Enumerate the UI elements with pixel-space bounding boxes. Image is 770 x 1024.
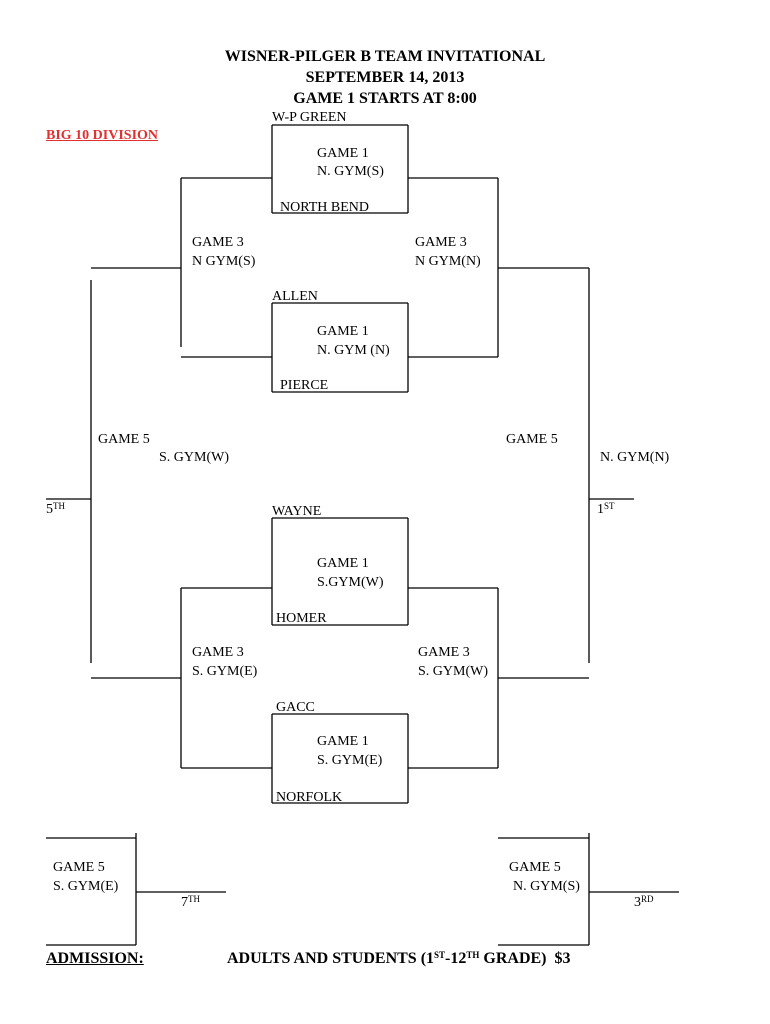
team-name: HOMER bbox=[276, 611, 327, 626]
place-third: 3RD bbox=[634, 894, 654, 911]
game-gym: N GYM(N) bbox=[415, 254, 481, 269]
game-gym: N. GYM (N) bbox=[317, 343, 390, 358]
game-label: GAME 1 bbox=[317, 734, 369, 749]
game-label: GAME 5 bbox=[53, 860, 105, 875]
game-gym: S. GYM(E) bbox=[192, 664, 258, 679]
game-label: GAME 5 bbox=[506, 432, 558, 447]
team-name: WAYNE bbox=[272, 504, 322, 519]
place-first: 1ST bbox=[597, 501, 615, 518]
game-gym: S. GYM(W) bbox=[418, 664, 488, 679]
team-name: GACC bbox=[276, 700, 315, 715]
title-line-2: SEPTEMBER 14, 2013 bbox=[305, 69, 465, 86]
game-label: GAME 5 bbox=[98, 432, 150, 447]
team-name: NORTH BEND bbox=[280, 200, 369, 215]
game-label: GAME 3 bbox=[192, 645, 244, 660]
team-name: NORFOLK bbox=[276, 790, 343, 805]
game-gym: N. GYM(S) bbox=[513, 879, 580, 894]
admission-label: ADMISSION: bbox=[46, 950, 144, 967]
game-gym: S. GYM(W) bbox=[159, 450, 229, 465]
game-label: GAME 3 bbox=[415, 235, 467, 250]
place-seventh: 7TH bbox=[181, 894, 200, 911]
title-line-1: WISNER-PILGER B TEAM INVITATIONAL bbox=[224, 48, 546, 65]
game-gym: N GYM(S) bbox=[192, 254, 256, 269]
place-fifth: 5TH bbox=[46, 501, 65, 518]
game-gym: N. GYM(S) bbox=[317, 164, 384, 179]
admission-text: ADULTS AND STUDENTS (1ST-12TH GRADE) $3 bbox=[227, 950, 571, 967]
division-label: BIG 10 DIVISION bbox=[46, 128, 159, 143]
game-label: GAME 1 bbox=[317, 556, 369, 571]
team-name: ALLEN bbox=[272, 289, 318, 304]
team-name: PIERCE bbox=[280, 378, 329, 393]
title-line-3: GAME 1 STARTS AT 8:00 bbox=[293, 90, 477, 107]
game-label: GAME 1 bbox=[317, 324, 369, 339]
game-label: GAME 3 bbox=[418, 645, 470, 660]
game-label: GAME 5 bbox=[509, 860, 561, 875]
game-label: GAME 3 bbox=[192, 235, 244, 250]
game-gym: S. GYM(E) bbox=[317, 753, 383, 768]
team-name: W-P GREEN bbox=[272, 110, 347, 125]
game-gym: S. GYM(E) bbox=[53, 879, 119, 894]
game-gym: S.GYM(W) bbox=[317, 575, 384, 590]
game-label: GAME 1 bbox=[317, 146, 369, 161]
game-gym: N. GYM(N) bbox=[600, 450, 670, 465]
